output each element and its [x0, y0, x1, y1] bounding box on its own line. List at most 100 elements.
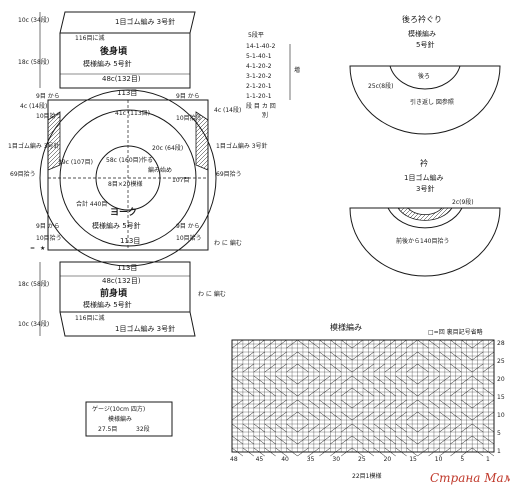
chart-stitch-mark: [373, 339, 385, 349]
chart-legend: □=回 裏目記号省略: [428, 328, 483, 336]
chart-stitch-mark: [362, 423, 375, 433]
yoke-outer-circle: [39, 89, 217, 267]
chart-stitch-mark: [242, 363, 254, 373]
yoke-left-bot-b: 9目 から: [36, 223, 60, 230]
chart-stitch-mark: [231, 387, 244, 397]
back-body-outline: [59, 33, 191, 89]
chart-stitch-mark: [384, 375, 396, 385]
chart-stitch-mark: [362, 339, 375, 349]
decrease-row-6: 1-1-20-1: [246, 93, 272, 100]
chart-stitch-mark: [275, 447, 287, 457]
chart-stitch-mark: [406, 447, 418, 457]
chart-stitch-mark: [472, 435, 484, 445]
chart-stitch-mark: [253, 447, 265, 457]
chart-repeat-note: 22目1模様: [352, 472, 381, 480]
chart-stitch-mark: [351, 375, 364, 385]
chart-stitch-mark: [461, 447, 473, 457]
chart-stitch-mark: [297, 423, 309, 433]
chart-stitch-mark: [308, 411, 320, 421]
chart-stitch-mark: [450, 435, 462, 445]
front-pattern: 模様編み 5号針: [83, 300, 132, 309]
chart-stitch-mark: [286, 363, 298, 373]
chart-stitch-mark: [395, 435, 407, 445]
chart-stitch-mark: [242, 351, 254, 361]
chart-stitch-mark: [461, 387, 473, 397]
chart-stitch-mark: [319, 399, 331, 409]
chart-stitch-mark: [275, 435, 287, 445]
yoke-left-39: 39c (107目): [58, 159, 93, 166]
chart-stitch-mark: [319, 339, 331, 349]
yoke-right-top-b: 9目 から: [176, 93, 200, 100]
chart-stitch-mark: [275, 411, 287, 421]
chart-stitch-mark: [351, 387, 364, 397]
chart-bottom-label: 30: [332, 456, 340, 463]
chart-stitch-mark: [428, 447, 440, 457]
chart-stitch-mark: [395, 447, 407, 457]
yoke-left-mark-b: ★: [40, 245, 45, 252]
chart-stitch-mark: [308, 351, 320, 361]
chart-stitch-mark: [351, 447, 364, 457]
collar-band: [397, 207, 453, 221]
chart-stitch-mark: [253, 423, 265, 433]
yoke-left-pickup: 69目拾う: [10, 170, 36, 178]
chart-stitch-mark: [472, 351, 484, 361]
yoke-inner-width: 58c (160目)作る: [106, 156, 153, 164]
chart-stitch-mark: [264, 399, 276, 409]
chart-stitch-mark: [362, 375, 375, 385]
chart-stitch-mark: [482, 351, 495, 361]
back-neck-center-label: 後ろ: [418, 72, 430, 80]
chart-stitch-mark: [461, 375, 473, 385]
chart-stitch-mark: [417, 375, 429, 385]
back-bottom-count: 113目: [117, 89, 137, 97]
chart-stitch-mark: [330, 399, 342, 409]
chart-bottom-label: 20: [384, 456, 392, 463]
chart-stitch-mark: [275, 339, 287, 349]
chart-stitch-mark: [231, 351, 244, 361]
chart-stitch-mark: [461, 411, 473, 421]
chart-right-label: 20: [497, 376, 505, 383]
chart-stitch-mark: [472, 339, 484, 349]
yoke-total-count: 合計 440目: [76, 200, 107, 208]
chart-stitch-mark: [242, 339, 254, 349]
chart-stitch-mark: [319, 447, 331, 457]
decrease-table-footer: 段 目 カ 回: [246, 102, 276, 110]
chart-title: 模様編み: [330, 322, 362, 332]
yoke-left-top-a: 4c (14段): [20, 102, 47, 110]
chart-stitch-mark: [384, 351, 396, 361]
chart-stitch-mark: [373, 435, 385, 445]
chart-stitch-mark: [286, 411, 298, 421]
chart-stitch-mark: [461, 351, 473, 361]
chart-right-label: 15: [497, 394, 505, 401]
chart-stitch-mark: [253, 435, 265, 445]
front-body-piece: 113目 48c(132目) 前身頃 模様編み 5号針 116目に減 1目ゴム編…: [18, 261, 226, 337]
chart-stitch-mark: [330, 339, 342, 349]
decrease-table-footer2: 別: [262, 111, 268, 119]
chart-stitch-mark: [461, 363, 473, 373]
chart-stitch-mark: [373, 447, 385, 457]
front-bottom-rib: 1目ゴム編み 3号針: [115, 324, 175, 333]
back-height-rib: 10c (34段): [18, 16, 49, 24]
chart-stitch-mark: [253, 387, 265, 397]
chart-stitch-mark: [351, 351, 364, 361]
chart-stitch-mark: [395, 399, 407, 409]
chart-bottom-label: 45: [256, 456, 264, 463]
decrease-table-side: 増: [294, 66, 300, 74]
chart-right-label: 10: [497, 412, 505, 419]
gauge-box: ゲージ(10cm 四方) 模様編み 27.5目 32段: [85, 401, 173, 437]
chart-stitch-mark: [286, 447, 298, 457]
chart-right-label: 1: [497, 448, 501, 455]
front-height-body: 18c (58段): [18, 280, 49, 288]
chart-stitch-mark: [384, 447, 396, 457]
chart-stitch-mark: [351, 423, 364, 433]
collar-right-label: 2c(9段): [452, 198, 474, 206]
chart-stitch-mark: [231, 435, 244, 445]
chart-stitch-mark: [231, 423, 244, 433]
chart-stitch-mark: [308, 339, 320, 349]
back-width-label: 48c(132目): [102, 75, 141, 83]
gauge-frame: [85, 401, 173, 437]
chart-stitch-mark: [341, 387, 353, 397]
chart-stitch-mark: [351, 339, 364, 349]
chart-stitch-mark: [417, 387, 429, 397]
chart-stitch-mark: [406, 363, 418, 373]
